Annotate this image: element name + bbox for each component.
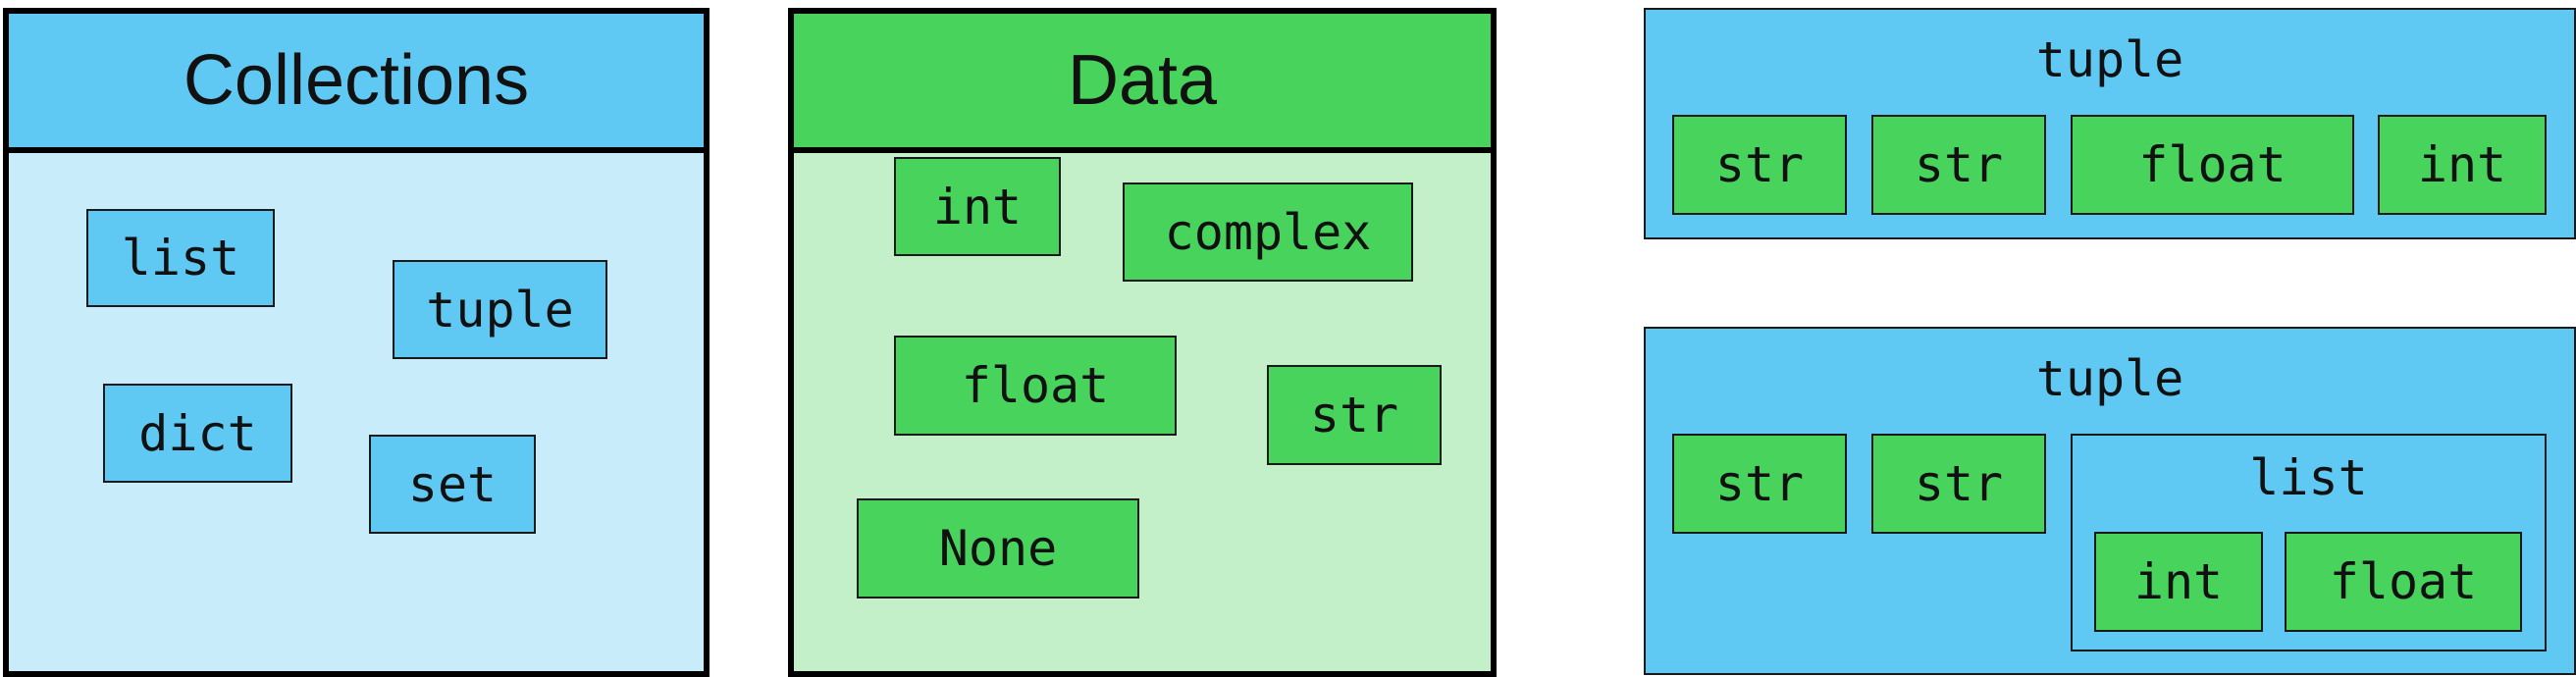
tuple-1-item-str-2: str xyxy=(1871,115,2046,215)
data-panel-title: Data xyxy=(1067,41,1218,120)
data-item-float: float xyxy=(894,336,1177,436)
data-item-complex: complex xyxy=(1123,182,1413,282)
data-item-none: None xyxy=(857,498,1139,599)
nested-list-label: list xyxy=(2249,449,2368,506)
collections-panel-title: Collections xyxy=(183,41,530,120)
tuple-2-item-str-1: str xyxy=(1672,434,1847,534)
tuple-1-item-str-1: str xyxy=(1672,115,1847,215)
nested-list-item-float: float xyxy=(2285,532,2522,632)
tuple-example-2-label: tuple xyxy=(2035,350,2184,407)
tuple-1-item-int: int xyxy=(2378,115,2547,215)
collection-item-dict: dict xyxy=(103,384,292,483)
collection-item-list: list xyxy=(86,209,275,307)
tuple-example-1-label: tuple xyxy=(2035,31,2184,88)
collections-panel-header: Collections xyxy=(9,14,704,153)
data-panel-header: Data xyxy=(794,14,1491,153)
data-item-str: str xyxy=(1267,365,1442,465)
tuple-2-item-str-2: str xyxy=(1871,434,2046,534)
collection-item-set: set xyxy=(369,435,536,534)
collection-item-tuple: tuple xyxy=(393,260,607,359)
nested-list-item-int: int xyxy=(2094,532,2263,632)
data-item-int: int xyxy=(894,157,1061,256)
tuple-1-item-float: float xyxy=(2071,115,2354,215)
